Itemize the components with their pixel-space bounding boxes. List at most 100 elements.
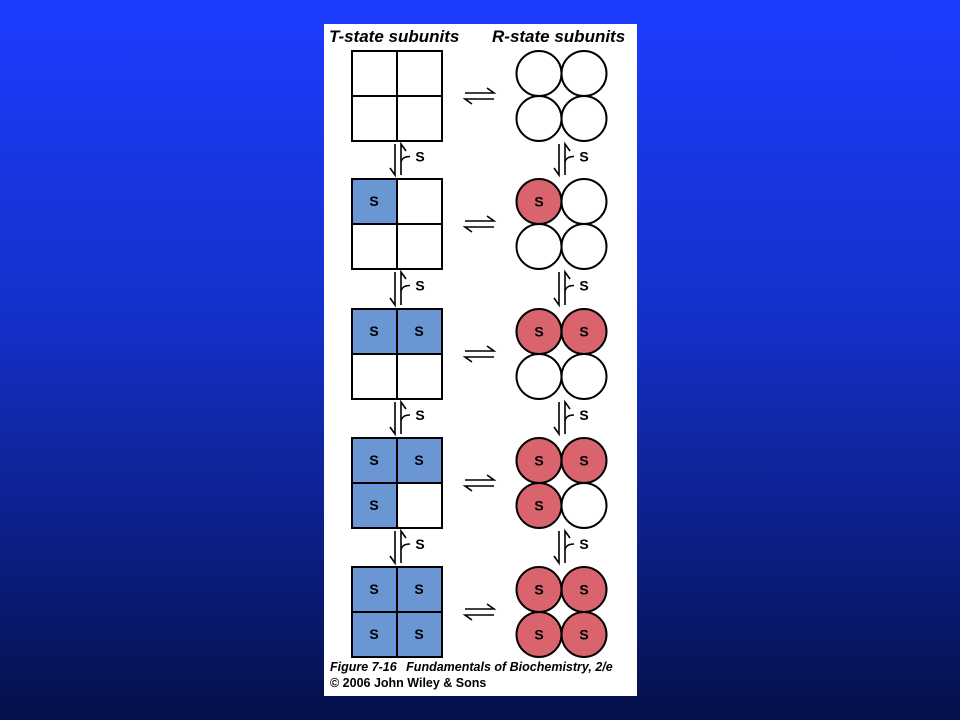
r-state-tetramer: S bbox=[515, 178, 608, 270]
binding-arrow-down bbox=[389, 272, 396, 308]
binding-arrow-up bbox=[564, 399, 571, 434]
equilibrium-arrow-reverse bbox=[462, 485, 494, 492]
t-subunit bbox=[396, 95, 443, 142]
binding-arrow-down bbox=[553, 144, 560, 178]
t-subunit bbox=[351, 50, 398, 97]
substrate-hook bbox=[400, 414, 411, 422]
equilibrium-arrow-reverse bbox=[462, 98, 494, 105]
figure-number: Figure 7-16 bbox=[330, 660, 398, 674]
t-subunit bbox=[351, 437, 398, 484]
r-subunit bbox=[560, 178, 608, 225]
t-subunit-label: S bbox=[414, 626, 423, 642]
r-subunit bbox=[515, 50, 563, 97]
substrate-label: S bbox=[579, 149, 588, 165]
binding-arrow-down bbox=[389, 531, 396, 566]
t-subunit bbox=[396, 223, 443, 270]
figure-copyright: © 2006 John Wiley & Sons bbox=[330, 676, 486, 690]
r-subunit-label: S bbox=[579, 324, 588, 340]
t-subunit bbox=[396, 178, 443, 225]
t-subunit-label: S bbox=[414, 323, 423, 339]
t-subunit bbox=[396, 566, 443, 613]
r-subunit-label: S bbox=[534, 324, 543, 340]
t-subunit bbox=[396, 50, 443, 97]
binding-arrow-down bbox=[389, 402, 396, 437]
t-subunit bbox=[396, 482, 443, 529]
t-subunit-label: S bbox=[369, 193, 378, 209]
figure-book: Fundamentals of Biochemistry, 2/e bbox=[406, 660, 613, 674]
equilibrium-arrow-forward bbox=[465, 87, 497, 94]
t-subunit-label: S bbox=[369, 626, 378, 642]
t-state-header: T-state subunits bbox=[329, 27, 459, 46]
r-subunit-label: S bbox=[534, 582, 543, 598]
r-subunit-label: S bbox=[534, 627, 543, 643]
t-subunit-label: S bbox=[369, 323, 378, 339]
equilibrium-arrow-reverse bbox=[462, 226, 494, 233]
r-state-header: R-state subunits bbox=[492, 27, 625, 46]
t-subunit bbox=[396, 353, 443, 400]
substrate-hook bbox=[564, 414, 575, 422]
r-subunit-label: S bbox=[579, 627, 588, 643]
t-state-tetramer: S bbox=[351, 178, 443, 270]
r-subunit bbox=[560, 95, 608, 142]
binding-arrow-down bbox=[389, 144, 396, 178]
substrate-label: S bbox=[415, 149, 424, 165]
t-subunit bbox=[396, 611, 443, 658]
r-subunit bbox=[560, 223, 608, 270]
r-subunit bbox=[560, 611, 608, 658]
r-state-tetramer bbox=[515, 50, 608, 142]
r-subunit bbox=[560, 353, 608, 400]
state-row: S S S S bbox=[351, 178, 608, 308]
equilibrium-arrow-reverse bbox=[462, 614, 494, 621]
r-subunit-label: S bbox=[579, 582, 588, 598]
binding-arrow-up bbox=[564, 269, 571, 305]
t-subunit bbox=[351, 482, 398, 529]
equilibrium-arrow-forward bbox=[465, 603, 497, 610]
substrate-label: S bbox=[415, 278, 424, 294]
binding-arrow-up bbox=[564, 528, 571, 563]
binding-arrow-up bbox=[400, 141, 407, 175]
binding-arrow-down bbox=[553, 402, 560, 437]
substrate-hook bbox=[564, 155, 575, 163]
r-subunit bbox=[515, 223, 563, 270]
t-subunit-label: S bbox=[369, 452, 378, 468]
substrate-hook bbox=[400, 155, 411, 163]
figure-caption: Figure 7-16 Fundamentals of Biochemistry… bbox=[330, 660, 613, 674]
substrate-hook bbox=[400, 543, 411, 551]
t-subunit-label: S bbox=[369, 497, 378, 513]
t-subunit bbox=[351, 353, 398, 400]
r-state-tetramer: S S S S bbox=[515, 566, 608, 658]
substrate-label: S bbox=[415, 536, 424, 552]
r-subunit bbox=[515, 353, 563, 400]
r-subunit-label: S bbox=[534, 453, 543, 469]
binding-arrow-down bbox=[553, 531, 560, 566]
binding-arrow-down bbox=[553, 272, 560, 308]
binding-arrow-up bbox=[400, 528, 407, 563]
substrate-hook bbox=[564, 284, 575, 292]
equilibrium-arrow-forward bbox=[465, 215, 497, 222]
substrate-label: S bbox=[579, 407, 588, 423]
equilibrium-arrow-reverse bbox=[462, 356, 494, 363]
r-subunit-label: S bbox=[534, 194, 543, 210]
t-subunit bbox=[351, 223, 398, 270]
equilibrium-arrow-forward bbox=[465, 474, 497, 481]
binding-arrow-up bbox=[564, 141, 571, 175]
substrate-label: S bbox=[579, 278, 588, 294]
substrate-label: S bbox=[415, 407, 424, 423]
equilibrium-arrow-forward bbox=[465, 345, 497, 352]
r-subunit-label: S bbox=[534, 498, 543, 514]
binding-arrow-up bbox=[400, 269, 407, 305]
t-subunit-label: S bbox=[369, 581, 378, 597]
t-state-tetramer bbox=[351, 50, 443, 142]
t-subunit bbox=[351, 95, 398, 142]
